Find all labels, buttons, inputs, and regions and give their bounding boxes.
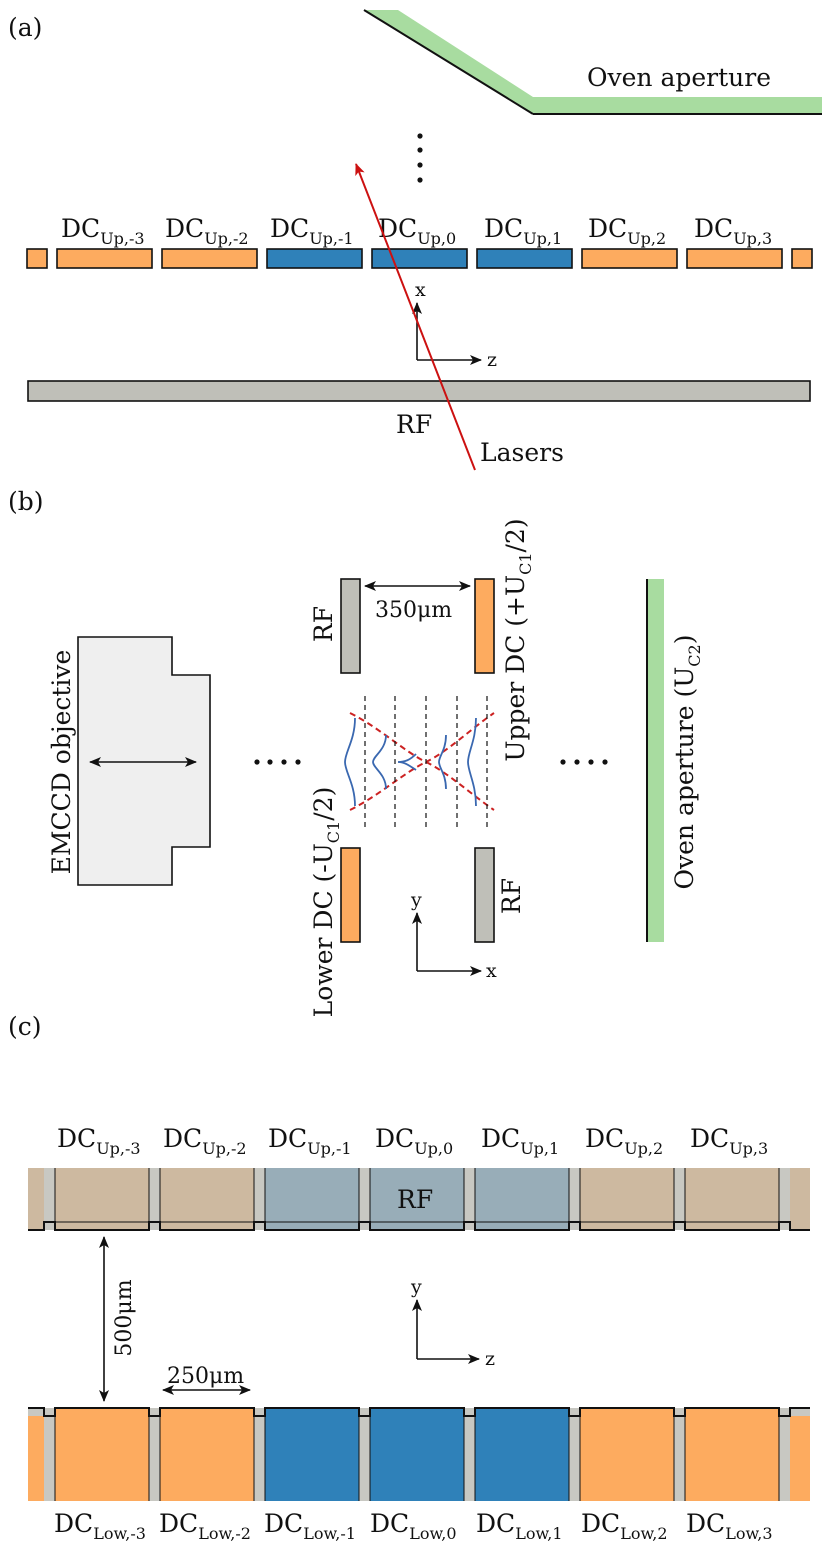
oven-aperture-side [647,579,664,942]
electrode-dc-up-minus1 [266,248,363,269]
electrode-label: DCLow,3 [686,1509,773,1543]
axis-x-label: x [486,960,497,982]
lower-edge-line [28,1407,810,1417]
electrode-label: DCUp,3 [694,214,772,248]
upper-dc-label: Upper DC (+UC1/2) [501,518,535,761]
panel-b-label: (b) [8,487,44,516]
panel-c-upper-labels: DCUp,-3 DCUp,-2 DCUp,-1 DCUp,0 DCUp,1 DC… [57,1124,768,1158]
electrode-dc-low-0 [370,1408,464,1501]
electrode-label: DCLow,2 [581,1509,668,1543]
electrode-dc-up-2 [580,1168,674,1230]
electrode-dc-low-2 [580,1408,674,1501]
vertical-ellipsis [417,133,423,183]
rf-electrode-bottom [474,847,495,943]
electrode-label: DCLow,-1 [264,1509,356,1543]
electrode-dc-up-minus2 [160,1168,254,1230]
electrode-dc-low-minus1 [265,1408,359,1501]
electrode-dc-low-minus2 [160,1408,254,1501]
axis-y-label: y [410,889,422,911]
panel-c-axes: y z [410,1276,495,1370]
panel-a-electrode-labels: DCUp,-3 DCUp,-2 DCUp,-1 DCUp,0 DCUp,1 DC… [61,214,772,248]
electrode-label: DCUp,3 [690,1124,768,1158]
electrode-dc-up-minus3 [56,248,153,269]
electrode-dc-up-minus2 [161,248,258,269]
electrode-label: DCUp,-3 [61,214,145,248]
electrode-label: DCUp,2 [588,214,666,248]
electrode-label: DCUp,2 [585,1124,663,1158]
panel-c-upper-electrodes [28,1168,810,1230]
rf-bottom-label: RF [497,878,526,914]
emccd-objective [77,636,211,886]
electrode-label: DCUp,-2 [165,214,249,248]
panel-a-electrode-row [26,248,813,269]
electrode-partial-right [791,248,813,269]
electrode-label: DCUp,0 [378,214,456,248]
axis-x-label: x [415,279,426,301]
laser-beam [355,163,476,471]
rf-rail [27,380,811,402]
panel-a-label: (a) [8,13,42,42]
panel-b-axes: y x [410,889,497,982]
electrode-dc-low-minus3 [55,1408,149,1501]
electrode-label: DCUp,-1 [270,214,354,248]
electrode-dc-up-1 [475,1168,569,1230]
oven-aperture-label: Oven aperture [587,63,771,92]
emccd-objective-label: EMCCD objective [47,650,76,875]
axis-y-label: y [410,1276,422,1298]
upper-edge-line [28,1221,810,1231]
lower-dc-electrode [340,847,361,943]
electrode-label: DCUp,1 [481,1124,559,1158]
panel-c-lower-labels: DCLow,-3 DCLow,-2 DCLow,-1 DCLow,0 DCLow… [54,1509,773,1543]
rf-label: RF [396,410,432,439]
axis-z-label: z [487,349,497,371]
electrode-label: DCUp,1 [484,214,562,248]
oven-aperture-side-label: Oven aperture (UC2) [670,635,704,890]
horizontal-ellipsis-left [254,759,301,765]
rf-top-label: RF [309,606,338,642]
oven-aperture-plate [364,10,822,114]
beam-waist [344,696,495,828]
electrode-dc-up-3 [685,1168,779,1230]
width-250-label: 250μm [167,1364,244,1389]
electrode-dc-up-3 [686,248,783,269]
gap-350-label: 350μm [375,598,452,623]
electrode-label: DCLow,1 [476,1509,563,1543]
panel-c-lower-electrodes [28,1407,810,1501]
upper-dc-electrode [474,578,495,674]
gap-500-label: 500μm [112,1279,137,1356]
electrode-label: DCLow,0 [370,1509,457,1543]
panel-a: (a) Oven aperture DCUp,-3 DCUp,-2 DCUp,-… [8,9,822,471]
panel-c: (c) DCUp,-3 DCUp,-2 DCUp,-1 DCUp,0 DCUp,… [8,1012,810,1543]
lasers-label: Lasers [480,438,564,467]
panel-b: (b) EMCCD objective RF RF Upper DC (+UC1… [8,487,704,1017]
electrode-dc-up-minus1 [265,1168,359,1230]
electrode-label: DCUp,0 [375,1124,453,1158]
electrode-dc-up-minus3 [55,1168,149,1230]
electrode-dc-up-0 [371,248,468,269]
electrode-dc-up-2 [581,248,678,269]
rf-electrode-top [340,578,361,674]
electrode-label: DCUp,-1 [268,1124,352,1158]
electrode-dc-up-0 [370,1168,464,1230]
electrode-label: DCUp,-3 [57,1124,141,1158]
electrode-label: DCUp,-2 [163,1124,247,1158]
axis-z-label: z [485,1348,495,1370]
electrode-partial-left [26,248,48,269]
electrode-dc-low-1 [475,1408,569,1501]
panel-c-label: (c) [8,1012,42,1041]
horizontal-ellipsis-right [560,759,608,765]
lower-dc-label: Lower DC (-UC1/2) [309,787,343,1018]
panel-a-axes: x z [412,279,497,371]
rf-label-c: RF [397,1185,433,1214]
electrode-dc-up-1 [476,248,573,269]
electrode-label: DCLow,-3 [54,1509,146,1543]
electrode-label: DCLow,-2 [159,1509,251,1543]
electrode-dc-low-3 [685,1408,779,1501]
